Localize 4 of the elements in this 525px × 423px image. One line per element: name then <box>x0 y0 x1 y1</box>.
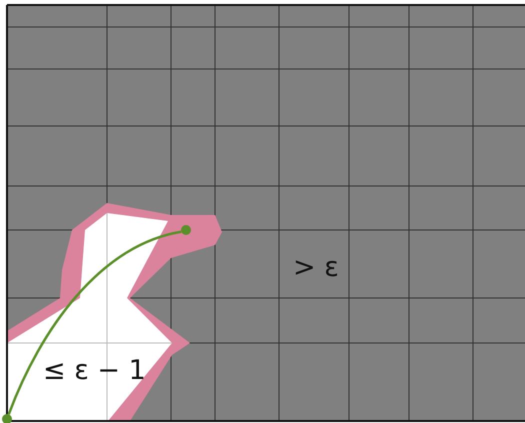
curve-path <box>8 230 182 415</box>
region-label: ≤ ε − 1 <box>43 357 146 384</box>
region-label: > ε <box>293 254 339 281</box>
point-dot <box>181 225 191 235</box>
